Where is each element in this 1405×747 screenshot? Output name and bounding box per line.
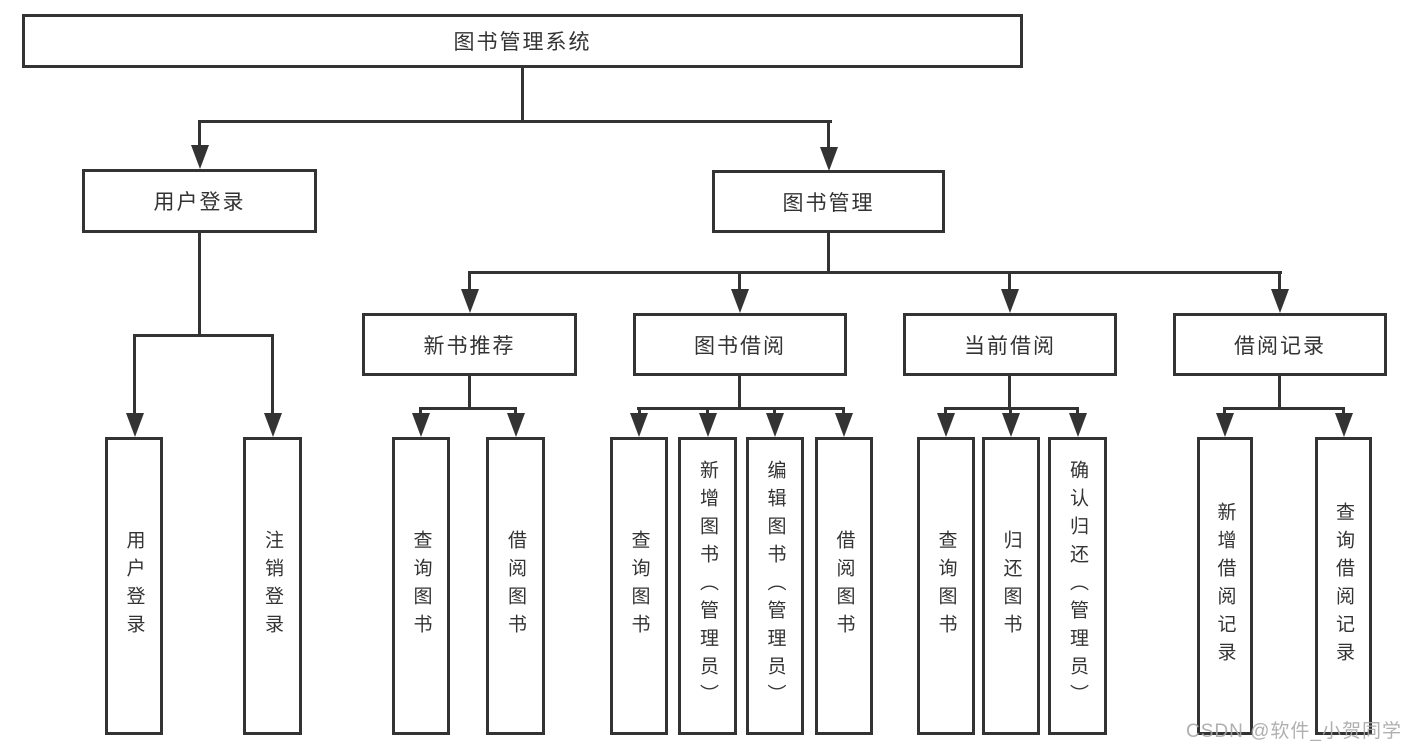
- connector-line: [198, 233, 201, 337]
- connector-line: [521, 68, 524, 123]
- connector-line: [738, 271, 741, 293]
- arrow-down-icon: [820, 147, 838, 171]
- connector-line: [773, 407, 776, 415]
- node-borrow-records: 借阅记录: [1173, 313, 1387, 376]
- leaf-confirm-return-admin: 确认归还（管理员）: [1048, 437, 1107, 735]
- connector-line: [1009, 407, 1012, 415]
- node-current-borrow: 当前借阅: [903, 313, 1117, 376]
- arrow-down-icon: [766, 413, 784, 437]
- arrow-down-icon: [699, 413, 717, 437]
- arrow-down-icon: [507, 413, 525, 437]
- node-book-borrow: 图书借阅: [633, 313, 847, 376]
- connector-line: [827, 120, 830, 151]
- node-book-management: 图书管理: [712, 170, 945, 233]
- connector-line: [1008, 376, 1011, 410]
- connector-line: [827, 233, 830, 273]
- arrow-down-icon: [1002, 413, 1020, 437]
- connector-line: [637, 407, 845, 410]
- connector-line: [1008, 271, 1011, 293]
- connector-line: [944, 407, 947, 415]
- leaf-borrow-book-1: 借阅图书: [486, 437, 545, 735]
- arrow-down-icon: [191, 145, 209, 169]
- leaf-query-borrow-record: 查询借阅记录: [1315, 437, 1372, 735]
- arrow-down-icon: [412, 413, 430, 437]
- arrow-down-icon: [937, 413, 955, 437]
- arrow-down-icon: [1216, 413, 1234, 437]
- leaf-borrow-book-2: 借阅图书: [815, 437, 873, 735]
- arrow-down-icon: [630, 413, 648, 437]
- connector-line: [638, 407, 641, 415]
- leaf-user-login: 用户登录: [105, 437, 163, 735]
- connector-line: [706, 407, 709, 415]
- connector-line: [1278, 271, 1281, 293]
- connector-line: [1223, 407, 1226, 415]
- connector-line: [133, 334, 274, 337]
- leaf-query-book-3: 查询图书: [917, 437, 975, 735]
- arrow-down-icon: [835, 413, 853, 437]
- arrow-down-icon: [1001, 289, 1019, 313]
- connector-line: [198, 120, 201, 150]
- connector-line: [271, 334, 274, 414]
- arrow-down-icon: [126, 413, 144, 437]
- node-root: 图书管理系统: [22, 14, 1023, 68]
- watermark: CSDN @软件_小贺同学: [1186, 721, 1402, 742]
- connector-line: [419, 407, 422, 415]
- connector-line: [468, 271, 1282, 274]
- connector-line: [738, 376, 741, 410]
- arrow-down-icon: [731, 289, 749, 313]
- leaf-add-borrow-record: 新增借阅记录: [1197, 437, 1253, 735]
- connector-line: [1342, 407, 1345, 415]
- connector-line: [133, 334, 136, 414]
- connector-line: [198, 120, 832, 123]
- connector-line: [514, 407, 517, 415]
- connector-line: [468, 271, 471, 293]
- connector-line: [468, 376, 471, 410]
- leaf-edit-book-admin: 编辑图书（管理员）: [746, 437, 804, 735]
- connector-line: [1076, 407, 1079, 415]
- node-user-login: 用户登录: [82, 169, 317, 233]
- leaf-return-book: 归还图书: [982, 437, 1040, 735]
- leaf-logout: 注销登录: [243, 437, 302, 735]
- arrow-down-icon: [264, 413, 282, 437]
- arrow-down-icon: [1335, 413, 1353, 437]
- leaf-query-book-1: 查询图书: [392, 437, 450, 735]
- connector-line: [1224, 407, 1345, 410]
- leaf-query-book-2: 查询图书: [610, 437, 668, 735]
- arrow-down-icon: [461, 289, 479, 313]
- connector-line: [419, 407, 517, 410]
- arrow-down-icon: [1069, 413, 1087, 437]
- node-new-book-recommend: 新书推荐: [362, 313, 577, 376]
- connector-line: [842, 407, 845, 415]
- connector-line: [1278, 376, 1281, 410]
- leaf-add-book-admin: 新增图书（管理员）: [678, 437, 737, 735]
- arrow-down-icon: [1271, 289, 1289, 313]
